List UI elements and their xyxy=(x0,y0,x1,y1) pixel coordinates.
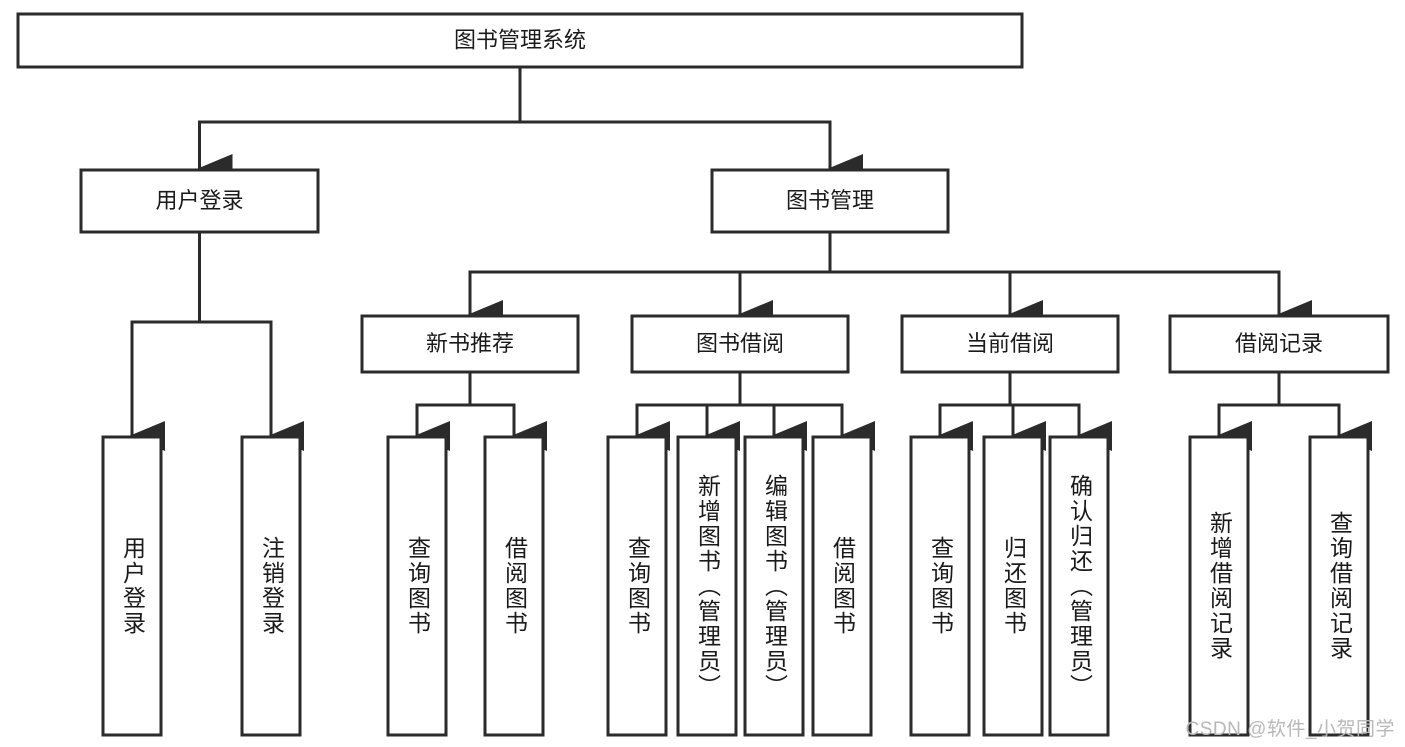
node-box-leaf-query-book-2 xyxy=(606,435,668,737)
node-box-leaf-confirm-return xyxy=(1048,435,1110,737)
node-book-management[interactable]: 图书管理 xyxy=(710,168,950,234)
node-leaf-query-record[interactable] xyxy=(1308,435,1370,737)
node-leaf-query-book-2[interactable] xyxy=(606,435,668,737)
node-user-login[interactable]: 用户登录 xyxy=(79,168,320,234)
node-label-borrow-record: 借阅记录 xyxy=(1235,331,1323,356)
node-leaf-logout[interactable] xyxy=(240,435,302,737)
node-root[interactable]: 图书管理系统 xyxy=(16,12,1024,69)
node-box-borrow-record xyxy=(1168,314,1390,374)
node-box-leaf-edit-book xyxy=(743,435,805,737)
node-leaf-confirm-return[interactable] xyxy=(1048,435,1110,737)
node-label-book-borrow: 图书借阅 xyxy=(696,331,784,356)
node-leaf-add-book[interactable] xyxy=(676,435,738,737)
node-box-root xyxy=(16,12,1024,69)
node-leaf-add-record[interactable] xyxy=(1188,435,1250,737)
node-leaf-borrow-book-1[interactable] xyxy=(483,435,545,737)
node-leaf-edit-book[interactable] xyxy=(743,435,805,737)
node-current-borrow[interactable]: 当前借阅 xyxy=(900,314,1120,374)
node-box-leaf-query-book-3 xyxy=(909,435,971,737)
node-label-root: 图书管理系统 xyxy=(454,27,586,52)
node-box-leaf-add-book xyxy=(676,435,738,737)
node-box-user-login xyxy=(79,168,320,234)
node-leaf-user-login[interactable] xyxy=(101,435,163,737)
node-box-current-borrow xyxy=(900,314,1120,374)
node-box-leaf-borrow-book-1 xyxy=(483,435,545,737)
node-leaf-query-book-3[interactable] xyxy=(909,435,971,737)
node-leaf-borrow-book-2[interactable] xyxy=(811,435,873,737)
node-box-leaf-query-record xyxy=(1308,435,1370,737)
node-leaf-query-book-1[interactable] xyxy=(386,435,448,737)
node-label-book-management: 图书管理 xyxy=(786,188,874,213)
node-box-leaf-query-book-1 xyxy=(386,435,448,737)
watermark-text: CSDN @软件_小贺同学 xyxy=(1185,719,1395,740)
node-box-leaf-add-record xyxy=(1188,435,1250,737)
node-borrow-record[interactable]: 借阅记录 xyxy=(1168,314,1390,374)
connectors-layer xyxy=(129,65,1372,451)
node-box-book-borrow xyxy=(630,314,850,374)
node-box-leaf-logout xyxy=(240,435,302,737)
node-box-book-management xyxy=(710,168,950,234)
node-label-new-book-recommend: 新书推荐 xyxy=(426,331,514,356)
node-label-user-login: 用户登录 xyxy=(155,188,243,213)
node-new-book-recommend[interactable]: 新书推荐 xyxy=(360,314,580,374)
node-leaf-return-book[interactable] xyxy=(982,435,1044,737)
node-box-new-book-recommend xyxy=(360,314,580,374)
node-book-borrow[interactable]: 图书借阅 xyxy=(630,314,850,374)
node-box-leaf-borrow-book-2 xyxy=(811,435,873,737)
node-label-current-borrow: 当前借阅 xyxy=(966,331,1054,356)
node-box-leaf-user-login xyxy=(101,435,163,737)
node-box-leaf-return-book xyxy=(982,435,1044,737)
